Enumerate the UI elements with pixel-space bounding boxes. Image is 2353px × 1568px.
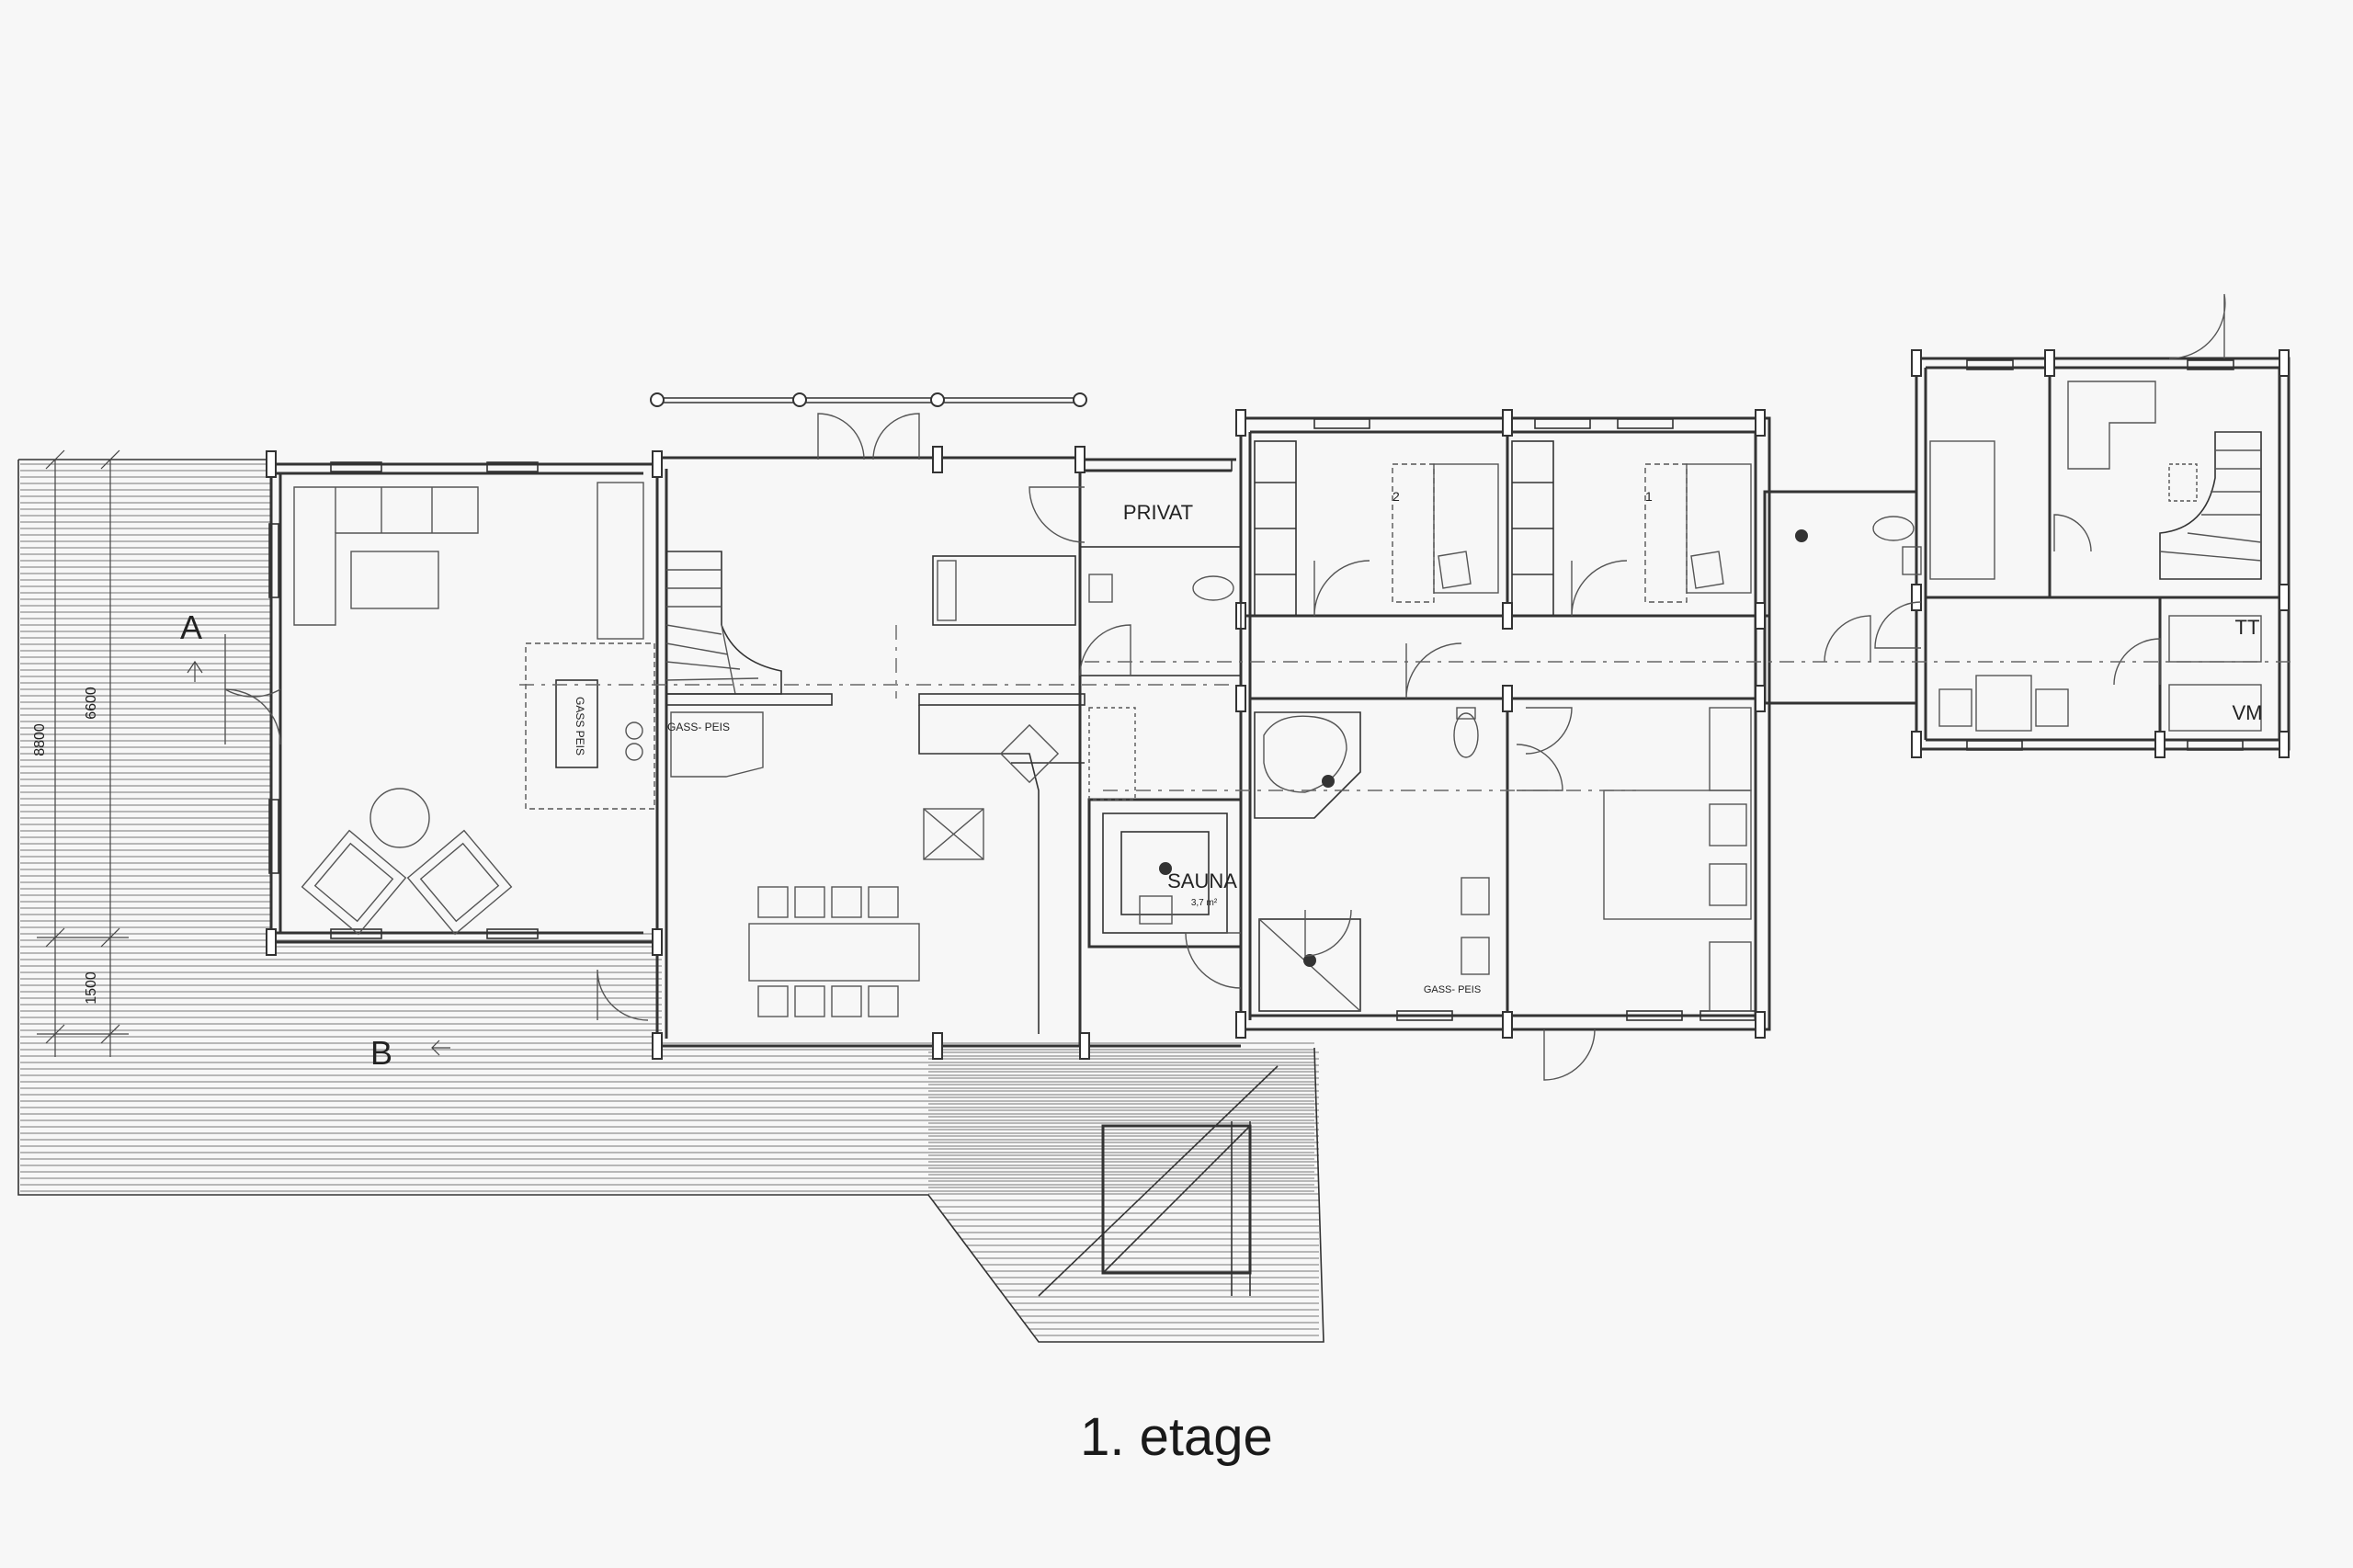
log-post xyxy=(266,928,277,956)
shower xyxy=(1258,918,1361,1012)
dining-chair xyxy=(868,886,899,918)
entry-cabinet xyxy=(932,555,1076,626)
log-post xyxy=(1755,685,1766,712)
terrace-deck-hatching xyxy=(20,463,1319,1336)
log-post xyxy=(2279,349,2290,377)
living-fireplace-label: GASS PEIS xyxy=(574,697,586,756)
dimension-8800: 8800 xyxy=(32,723,48,756)
log-post xyxy=(932,1032,943,1060)
dimension-6600: 6600 xyxy=(84,687,99,720)
beam-line xyxy=(650,392,1087,407)
log-post xyxy=(1911,349,1922,377)
bath-fireplace-label: GASS- PEIS xyxy=(1424,984,1481,995)
log-post xyxy=(266,450,277,478)
armchair-left xyxy=(301,829,407,936)
log-post xyxy=(2279,584,2290,611)
section-arrows xyxy=(187,660,450,1056)
dining-table xyxy=(748,923,920,982)
section-marker-a: A xyxy=(180,608,202,646)
round-table xyxy=(369,788,430,848)
dining-chair xyxy=(831,985,862,1017)
dimension-lines xyxy=(37,449,129,1057)
log-post xyxy=(652,1032,663,1060)
dining-chair xyxy=(831,886,862,918)
kitchen-island xyxy=(665,693,1086,1034)
log-post xyxy=(1755,409,1766,437)
floor-caption: 1. etage xyxy=(1080,1407,1273,1467)
staircase-annex xyxy=(2159,431,2262,580)
log-corner-posts xyxy=(266,349,2290,1060)
bedroom-wing-walls xyxy=(1239,416,1771,1031)
log-post xyxy=(2154,731,2165,758)
log-post xyxy=(2279,731,2290,758)
annex-walls xyxy=(1763,357,2290,751)
dining-chairs xyxy=(757,886,899,1017)
privat-label: PRIVAT xyxy=(1123,501,1193,524)
sauna-area: 3,7 m² xyxy=(1191,898,1218,908)
log-post xyxy=(1911,584,1922,611)
windows xyxy=(268,359,2244,1021)
sofa xyxy=(293,486,479,626)
section-lines xyxy=(519,625,2298,791)
log-post xyxy=(1911,731,1922,758)
dining-chair xyxy=(757,886,789,918)
log-post xyxy=(652,450,663,478)
kitchen-fireplace-label: GASS- PEIS xyxy=(667,721,730,733)
annex-furniture xyxy=(1929,381,2262,732)
dining-chair xyxy=(757,985,789,1017)
dining-chair xyxy=(794,886,825,918)
skylight xyxy=(1038,1065,1279,1297)
bed-number-2: 1 xyxy=(1645,489,1653,504)
log-post xyxy=(1502,602,1513,630)
log-post xyxy=(1235,409,1246,437)
washbasins xyxy=(1461,877,1490,975)
terrace-outline xyxy=(17,459,1324,1343)
log-post xyxy=(1502,685,1513,712)
log-post xyxy=(1235,1011,1246,1039)
doors xyxy=(224,293,2226,1081)
annex-connector xyxy=(1795,516,1922,575)
bed-room-2 xyxy=(1644,463,1752,603)
log-post xyxy=(1502,409,1513,437)
dining-chair xyxy=(868,985,899,1017)
living-wing-walls xyxy=(269,456,1241,1048)
sauna-label: SAUNA xyxy=(1167,869,1237,892)
kitchen-fireplace xyxy=(670,711,764,778)
bookshelf xyxy=(597,482,644,640)
log-post xyxy=(2044,349,2055,377)
log-post xyxy=(1074,446,1086,473)
tt-label: TT xyxy=(2235,616,2260,639)
sauna xyxy=(1087,798,1243,949)
staircase-main xyxy=(665,551,782,695)
log-post xyxy=(1235,685,1246,712)
bed-number-1: 2 xyxy=(1392,489,1400,504)
living-fireplace xyxy=(525,642,655,810)
master-bed xyxy=(1603,707,1752,1012)
bed-room-1 xyxy=(1392,463,1499,603)
log-post xyxy=(1755,602,1766,630)
shower-tiles xyxy=(1088,707,1136,801)
privat-wc xyxy=(1079,546,1242,676)
cooktop xyxy=(923,808,984,860)
armchair-right xyxy=(406,829,513,936)
log-post xyxy=(1755,1011,1766,1039)
log-post xyxy=(1502,1011,1513,1039)
corner-bathtub xyxy=(1254,711,1361,819)
bath-wc xyxy=(1453,707,1479,758)
section-marker-b: B xyxy=(370,1034,392,1072)
dimension-1500: 1500 xyxy=(84,971,99,1005)
log-post xyxy=(652,928,663,956)
coffee-table xyxy=(350,551,439,609)
vm-label: VM xyxy=(2233,701,2263,724)
dining-chair xyxy=(794,985,825,1017)
log-post xyxy=(1079,1032,1090,1060)
log-post xyxy=(932,446,943,473)
